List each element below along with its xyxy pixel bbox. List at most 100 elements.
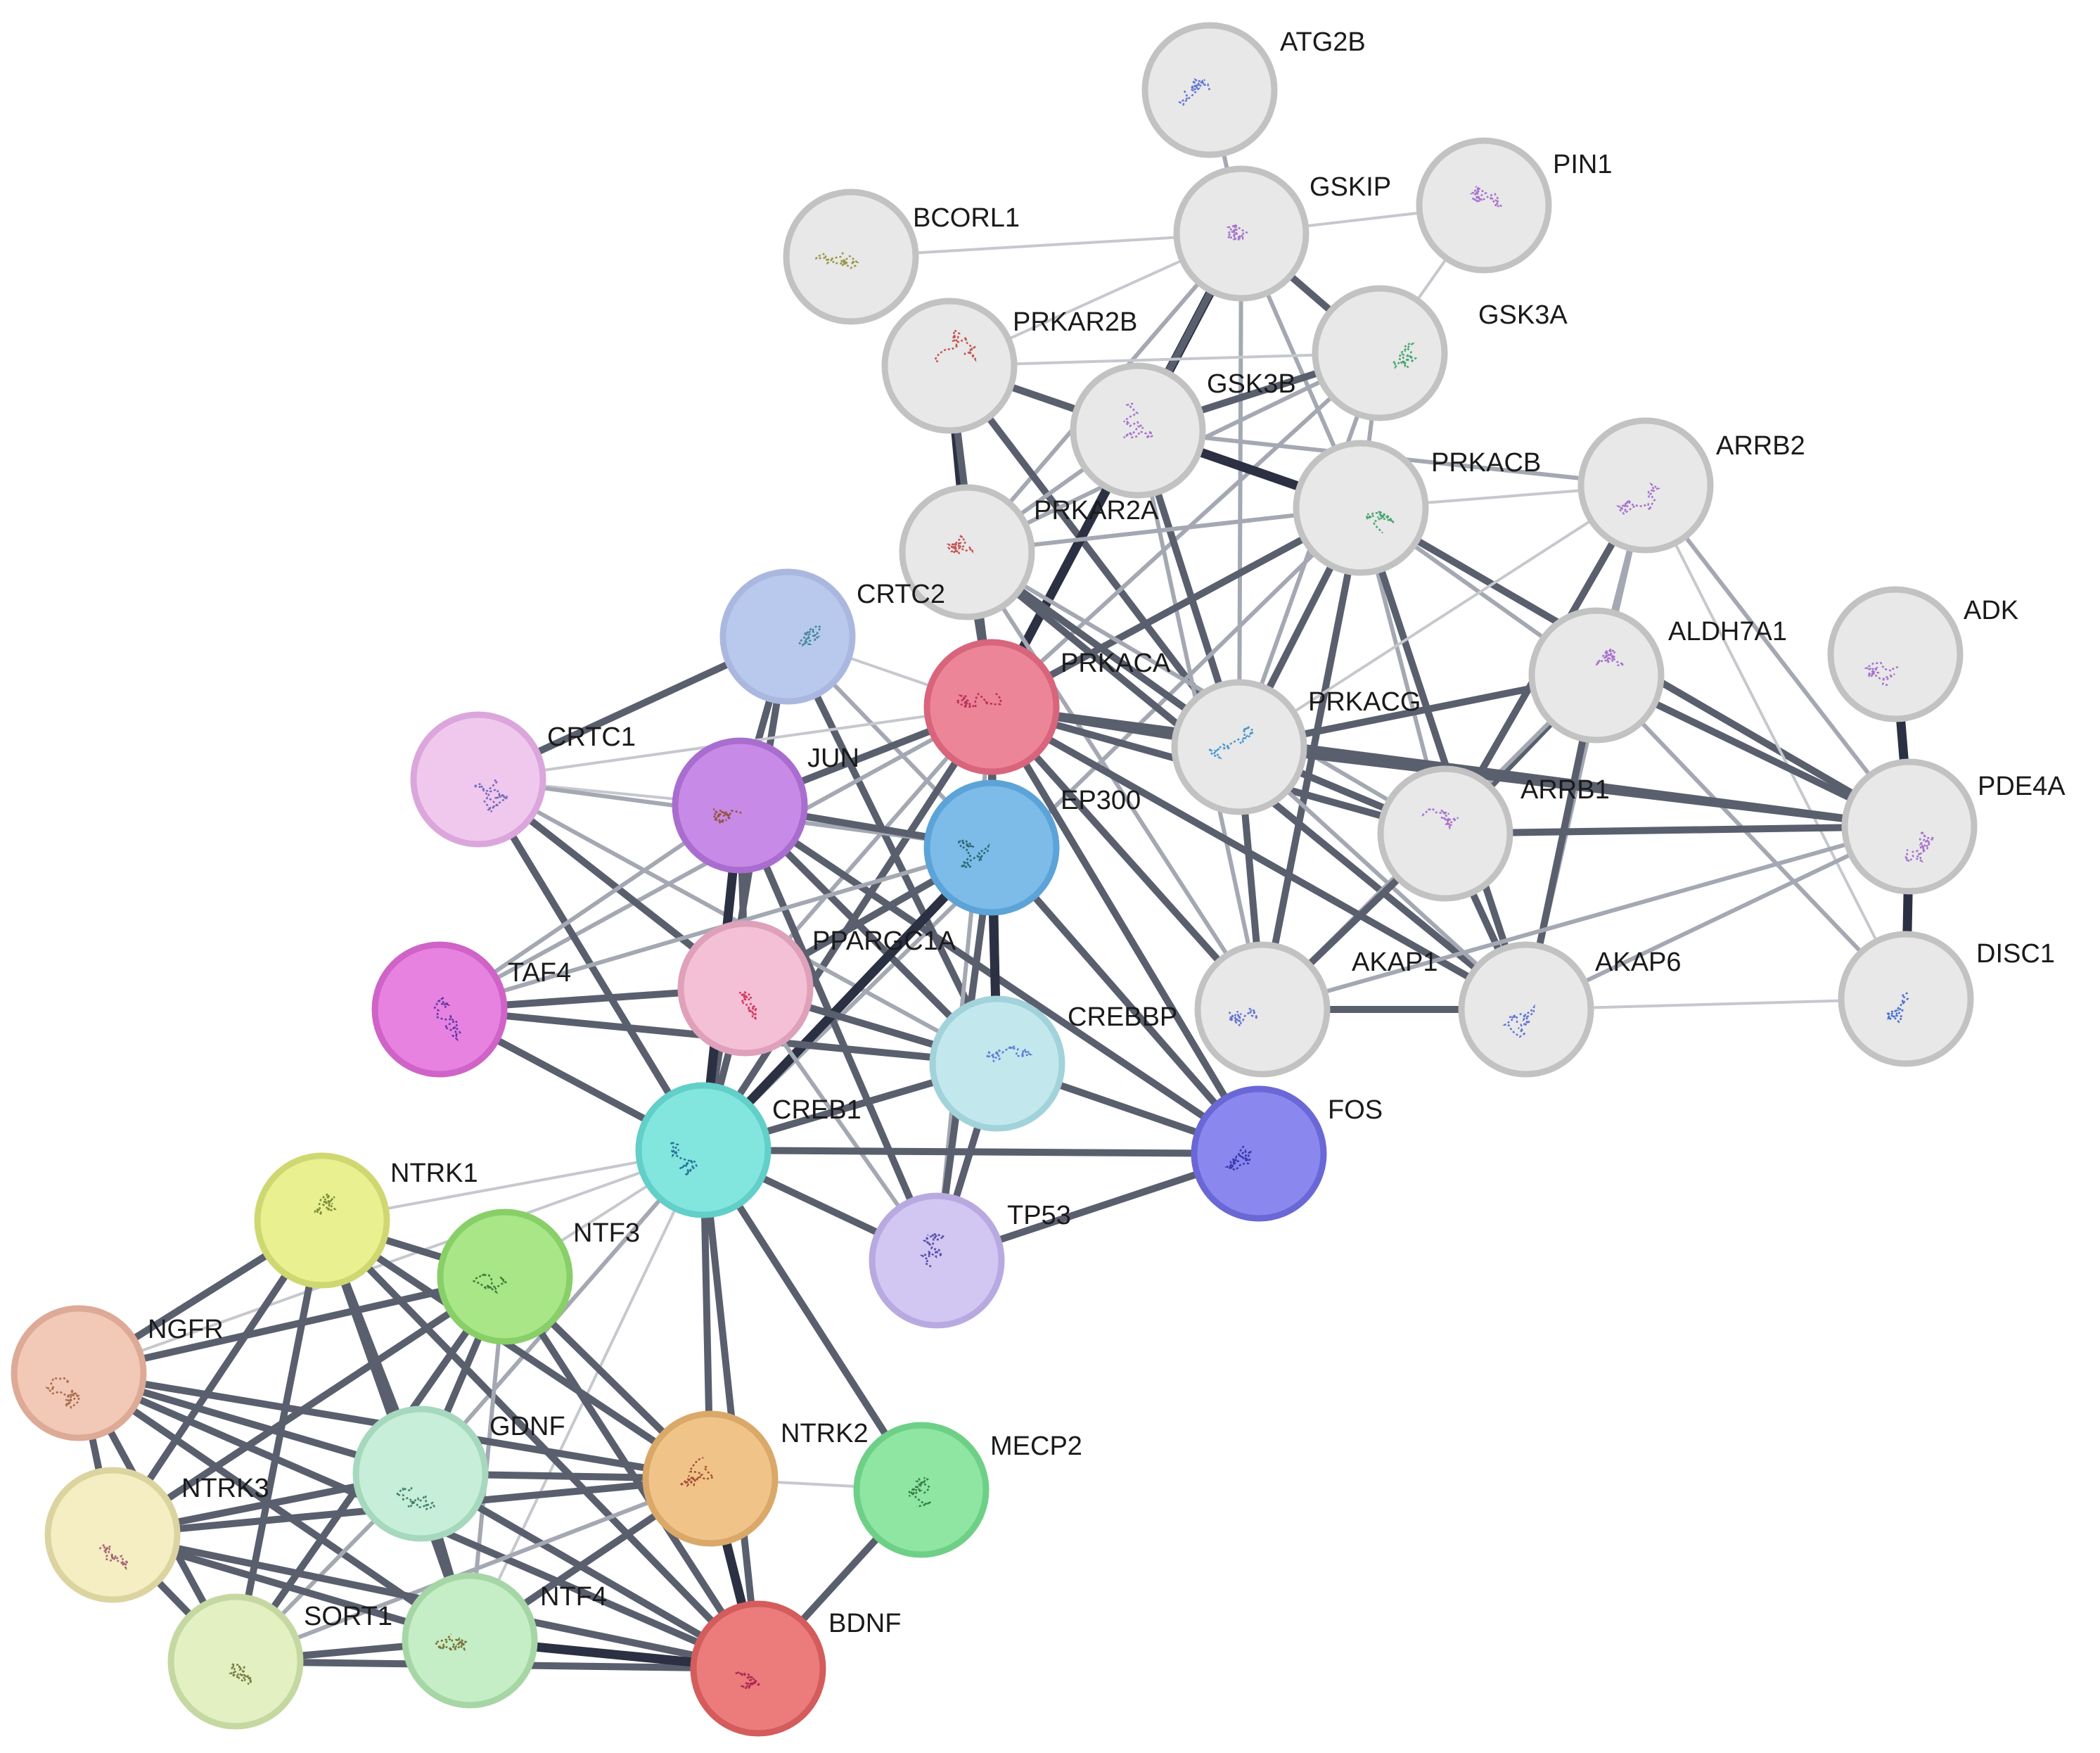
node-prkaca[interactable]: PRKACA [923,639,1171,775]
node-ntrk1[interactable]: NTRK1 [254,1152,478,1289]
protein-structure-icon [1595,648,1625,667]
protein-structure-icon [954,692,1002,709]
node-ngfr[interactable]: NGFR [11,1305,224,1441]
protein-structure-icon [919,1232,947,1268]
protein-structure-icon [472,1273,508,1294]
protein-structure-icon [946,534,973,555]
edge-gsk3a-prkaca [990,351,1382,709]
node-adk[interactable]: ADK [1827,586,2018,722]
node-ppargc1a[interactable]: PPARGC1A [677,920,956,1057]
protein-structure-icon [1392,343,1418,369]
node-arrb1[interactable]: ARRB1 [1377,765,1610,902]
protein-structure-icon [433,1633,468,1652]
node-label: ADK [1964,596,2018,625]
edge-ntrk2-sort1 [233,1477,712,1664]
node-label: TAF4 [508,958,571,988]
node-circle [371,941,508,1078]
node-crtc1[interactable]: CRTC1 [410,711,636,848]
node-akap1[interactable]: AKAP1 [1194,941,1438,1078]
node-circle [929,995,1065,1132]
node-circle [1528,607,1665,744]
protein-structure-icon [228,1663,254,1685]
node-gskip[interactable]: GSKIP [1173,165,1391,302]
protein-structure-icon [98,1542,129,1571]
node-ntrk3[interactable]: NTRK3 [44,1467,269,1603]
node-jun[interactable]: JUN [672,737,859,874]
node-label: PPARGC1A [812,926,956,956]
edge-arrb2-prkacg [1238,484,1647,748]
edge-ntf3-ngfr [75,1273,508,1377]
protein-structure-icon [394,1486,435,1510]
node-circle [881,298,1018,434]
node-circle [783,189,919,325]
node-bdnf[interactable]: BDNF [690,1600,901,1737]
node-circle [410,711,546,848]
node-circle [923,779,1060,916]
node-crtc2[interactable]: CRTC2 [719,568,945,705]
protein-structure-icon [473,779,508,812]
node-circle [1416,137,1552,274]
protein-structure-icon [1178,78,1210,106]
node-label: ARRB2 [1716,431,1805,461]
protein-structure-icon [1365,510,1395,534]
node-circle [1827,586,1964,722]
node-tp53[interactable]: TP53 [869,1192,1071,1329]
edge-prkacg-pde4a [1236,744,1913,830]
node-ep300[interactable]: EP300 [923,779,1141,916]
node-mecp2[interactable]: MECP2 [853,1422,1082,1558]
node-label: NTF4 [540,1582,607,1612]
node-prkacb[interactable]: PRKACB [1293,440,1541,576]
node-circle [677,920,814,1057]
node-label: PRKAR2B [1013,307,1137,337]
node-creb1[interactable]: CREB1 [635,1082,862,1218]
edge-ntrk1-bdnf [319,1217,762,1672]
edge-prkacb-akap6 [1357,504,1530,1013]
node-prkar2a[interactable]: PRKAR2A [899,484,1159,620]
protein-structure-icon [433,996,461,1042]
node-atg2b[interactable]: ATG2B [1141,22,1366,158]
node-circle [719,568,856,705]
node-pde4a[interactable]: PDE4A [1841,758,2066,895]
node-prkar2b[interactable]: PRKAR2B [881,298,1137,434]
node-label: NTF3 [573,1218,640,1248]
node-circle [1577,417,1714,554]
node-circle [869,1192,1005,1329]
protein-structure-icon [985,1045,1033,1063]
node-circle [11,1305,147,1441]
protein-structure-icon [798,625,823,647]
node-ntrk2[interactable]: NTRK2 [642,1410,869,1547]
node-aldh7a1[interactable]: ALDH7A1 [1528,607,1787,744]
protein-structure-icon [314,1192,337,1216]
node-circle [44,1467,181,1603]
node-gdnf[interactable]: GDNF [352,1405,565,1542]
node-ntf4[interactable]: NTF4 [402,1572,607,1709]
protein-structure-icon [1502,1004,1535,1038]
protein-structure-icon [735,1669,761,1690]
edge-arrb2-pde4a [1644,483,1912,829]
node-akap6[interactable]: AKAP6 [1458,941,1682,1078]
node-pin1[interactable]: PIN1 [1416,137,1612,274]
node-arrb2[interactable]: ARRB2 [1577,417,1805,554]
node-label: BCORL1 [913,203,1020,233]
node-gsk3a[interactable]: GSK3A [1312,285,1568,421]
node-ntf3[interactable]: NTF3 [437,1209,640,1345]
node-label: GSKIP [1310,172,1391,202]
protein-structure-icon [1421,807,1459,830]
node-circle [1293,440,1429,576]
node-taf4[interactable]: TAF4 [371,941,571,1078]
edge-prkacb-prkaca [988,504,1364,710]
node-circle [1312,285,1448,421]
node-disc1[interactable]: DISC1 [1838,931,2055,1067]
node-circle [1171,679,1307,815]
node-label: ALDH7A1 [1668,617,1787,646]
node-label: PRKACB [1431,448,1541,478]
node-bcorl1[interactable]: BCORL1 [783,189,1020,325]
node-prkacg[interactable]: PRKACG [1171,679,1421,815]
node-fos[interactable]: FOS [1191,1085,1383,1222]
node-crebbp[interactable]: CREBBP [929,995,1177,1132]
node-circle [853,1422,990,1558]
node-gsk3b[interactable]: GSK3B [1070,362,1296,499]
protein-structure-icon [1226,222,1248,241]
node-circle [402,1572,538,1709]
node-sort1[interactable]: SORT1 [167,1593,392,1730]
